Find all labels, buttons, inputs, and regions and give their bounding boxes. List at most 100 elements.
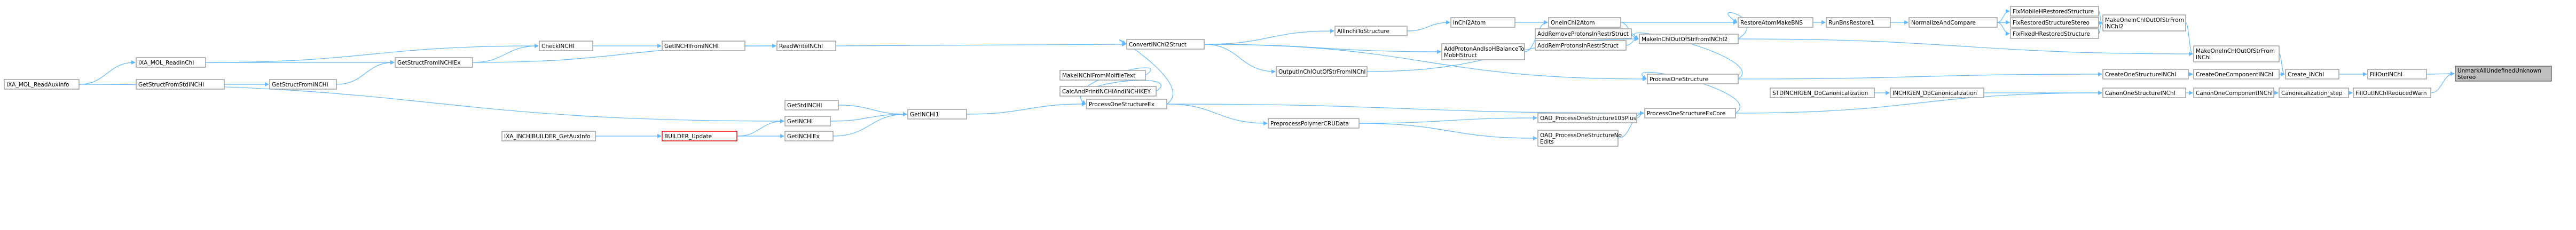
node-fixmobile[interactable]: FixMobileHRestoredStructure	[2010, 6, 2099, 17]
node-convert[interactable]: ConvertINChI2Struct	[1126, 39, 1205, 50]
node-processone[interactable]: ProcessOneStructure	[1647, 74, 1739, 84]
edge-getstdinchi-to-getinchi1	[838, 105, 907, 116]
node-label: CreateOneComponentINChI	[2196, 72, 2273, 78]
node-box	[1826, 17, 1891, 28]
node-canoncomp[interactable]: CanonOneComponentINChI	[2193, 88, 2274, 98]
node-box	[1738, 17, 1813, 28]
node-onein[interactable]: OneInChI2Atom	[1548, 17, 1621, 28]
node-outputinchi[interactable]: OutputInChIOutOfStrFromINChI	[1276, 66, 1368, 77]
node-label: Stereo	[2457, 74, 2476, 81]
node-checkinchi[interactable]: CheckINCHI	[539, 41, 593, 51]
node-runbns[interactable]: RunBnsRestore1	[1826, 17, 1891, 28]
node-box	[1126, 39, 1205, 50]
node-box	[1537, 113, 1637, 123]
node-fillreduced[interactable]: FillOutINChIReducedWarn	[2353, 88, 2431, 98]
node-restoreatom[interactable]: RestoreAtomMakeBNS	[1738, 17, 1813, 28]
node-processoneex[interactable]: ProcessOneStructureExCore	[1644, 108, 1736, 118]
node-iximolaux[interactable]: IXA_MOL_ReadAuxInfo	[4, 79, 80, 90]
node-ixabuilder[interactable]: IXA_INCHIBUILDER_GetAuxInfo	[501, 131, 596, 141]
node-label: RestoreAtomMakeBNS	[1740, 20, 1803, 26]
edge-builder-to-getinchi	[736, 119, 784, 137]
node-label: Create_INChI	[2288, 72, 2324, 78]
node-label: OAD_ProcessOneStructureNo	[1540, 132, 1622, 139]
node-getstructex[interactable]: GetStructFromINCHIEx	[395, 57, 473, 68]
node-box	[2279, 88, 2349, 98]
node-createcomp[interactable]: CreateOneComponentINChI	[2193, 69, 2280, 80]
node-getstructstd[interactable]: GetStructFromStdINCHI	[136, 79, 225, 90]
node-box	[2353, 88, 2431, 98]
node-box	[269, 79, 337, 90]
node-oad105[interactable]: OAD_ProcessOneStructure105Plus	[1537, 113, 1637, 123]
node-fixstereo[interactable]: FixRestoredStructureStereo	[2010, 17, 2099, 28]
node-box	[2010, 28, 2099, 39]
node-box	[2010, 6, 2099, 17]
node-canonstep[interactable]: Canonicalization_step	[2279, 88, 2349, 98]
node-readwrite[interactable]: ReadWriteINChI	[776, 41, 836, 51]
node-fillout[interactable]: FillOutINChI	[2367, 69, 2427, 80]
node-label: AddRemProtonsInRestrStruct	[1537, 43, 1619, 49]
node-inchigen[interactable]: INCHIGEN_DoCanonicalization	[1890, 88, 1984, 98]
node-box	[2102, 88, 2186, 98]
node-createstruct[interactable]: CreateOneStructureINChI	[2102, 69, 2189, 80]
node-label: INCHIGEN_DoCanonicalization	[1892, 90, 1977, 97]
node-getstruct[interactable]: GetStructFromINCHI	[269, 79, 337, 90]
node-addremovep[interactable]: AddRemProtonsInRestrStruct	[1535, 40, 1627, 51]
node-label: MakeINChIFromMolfileText	[1062, 73, 1135, 79]
node-create[interactable]: Create_INChI	[2285, 69, 2339, 80]
node-iximolread[interactable]: IXA_MOL_ReadInChI	[136, 57, 206, 68]
edge-getinchi1-to-processoneex2	[966, 102, 1086, 115]
node-label: CanonOneStructureINChI	[2105, 90, 2176, 97]
node-makeinchi2[interactable]: MakeInChIOutOfStrFromINChI2	[1639, 34, 1739, 44]
node-label: GetStructFromINCHI	[272, 82, 328, 88]
node-ainchi[interactable]: AllInchiToStructure	[1334, 26, 1408, 36]
node-processoneex2[interactable]: ProcessOneStructureEx	[1086, 99, 1167, 109]
node-inchi2atom[interactable]: InChI2Atom	[1450, 17, 1515, 28]
node-box	[1537, 130, 1619, 147]
node-makemolfile[interactable]: MakeINChIFromMolfileText	[1059, 70, 1146, 81]
node-addremove[interactable]: AddRemoveProtonsInRestrStruct	[1535, 28, 1632, 39]
edge-iximolread-to-checkinchi	[205, 44, 539, 63]
edge-fillreduced-to-unmark	[2430, 72, 2455, 93]
node-polymer[interactable]: PreprocessPolymerCRUData	[1268, 118, 1360, 129]
edge-getstruct-to-getstructex	[336, 60, 395, 85]
node-label: GetStdINCHI	[787, 102, 822, 109]
node-box	[2010, 17, 2099, 28]
node-label: IXA_MOL_ReadInChI	[138, 60, 194, 66]
node-box	[907, 109, 967, 120]
node-label: CheckINCHI	[541, 43, 575, 50]
node-getinchi1[interactable]: GetINCHI1	[907, 109, 967, 120]
edge-convert-to-outputinchi	[1204, 44, 1276, 74]
node-builder[interactable]: BUILDER_Update	[662, 131, 737, 141]
node-label: CalcAndPrintINCHIAndINCHIKEY	[1062, 89, 1151, 95]
node-canonstruct[interactable]: CanonOneStructureINChI	[2102, 88, 2186, 98]
node-box	[662, 131, 737, 141]
node-box	[2285, 69, 2339, 80]
node-getinchi[interactable]: GetINCHI	[784, 116, 831, 126]
node-label: MakeInChIOutOfStrFromINChI2	[1642, 36, 1727, 43]
edge-getstructex-to-checkinchi	[472, 44, 539, 63]
node-calcandprint[interactable]: CalcAndPrintINCHIAndINCHIKEY	[1059, 86, 1157, 97]
node-getstdinchi[interactable]: GetStdINCHI	[784, 100, 839, 110]
node-stdinchigen[interactable]: STDINCHIGEN_DoCanonicalization	[1770, 88, 1875, 98]
node-getinchiex[interactable]: GetINCHIEx	[784, 131, 834, 141]
node-normalize[interactable]: NormalizeAndCompare	[1909, 17, 1998, 28]
node-box	[784, 116, 831, 126]
node-fixfixed[interactable]: FixFixedHRestoredStructure	[2010, 28, 2099, 39]
node-box	[501, 131, 596, 141]
edge-processoneex-to-canonstruct	[1735, 91, 2102, 114]
node-getinchifrom[interactable]: GetINCHIfromINCHI	[662, 41, 745, 51]
node-box	[2193, 88, 2274, 98]
node-label: FixRestoredStructureStereo	[2013, 20, 2090, 26]
node-label: UnmarkAllUndefinedUnknown	[2457, 68, 2541, 74]
node-label: CanonOneComponentINChI	[2196, 90, 2273, 97]
node-label: IXA_INCHIBUILDER_GetAuxInfo	[504, 133, 591, 140]
node-box	[1268, 118, 1360, 129]
node-box	[2102, 69, 2189, 80]
node-box	[784, 100, 839, 110]
node-label: GetINCHIEx	[787, 133, 820, 140]
